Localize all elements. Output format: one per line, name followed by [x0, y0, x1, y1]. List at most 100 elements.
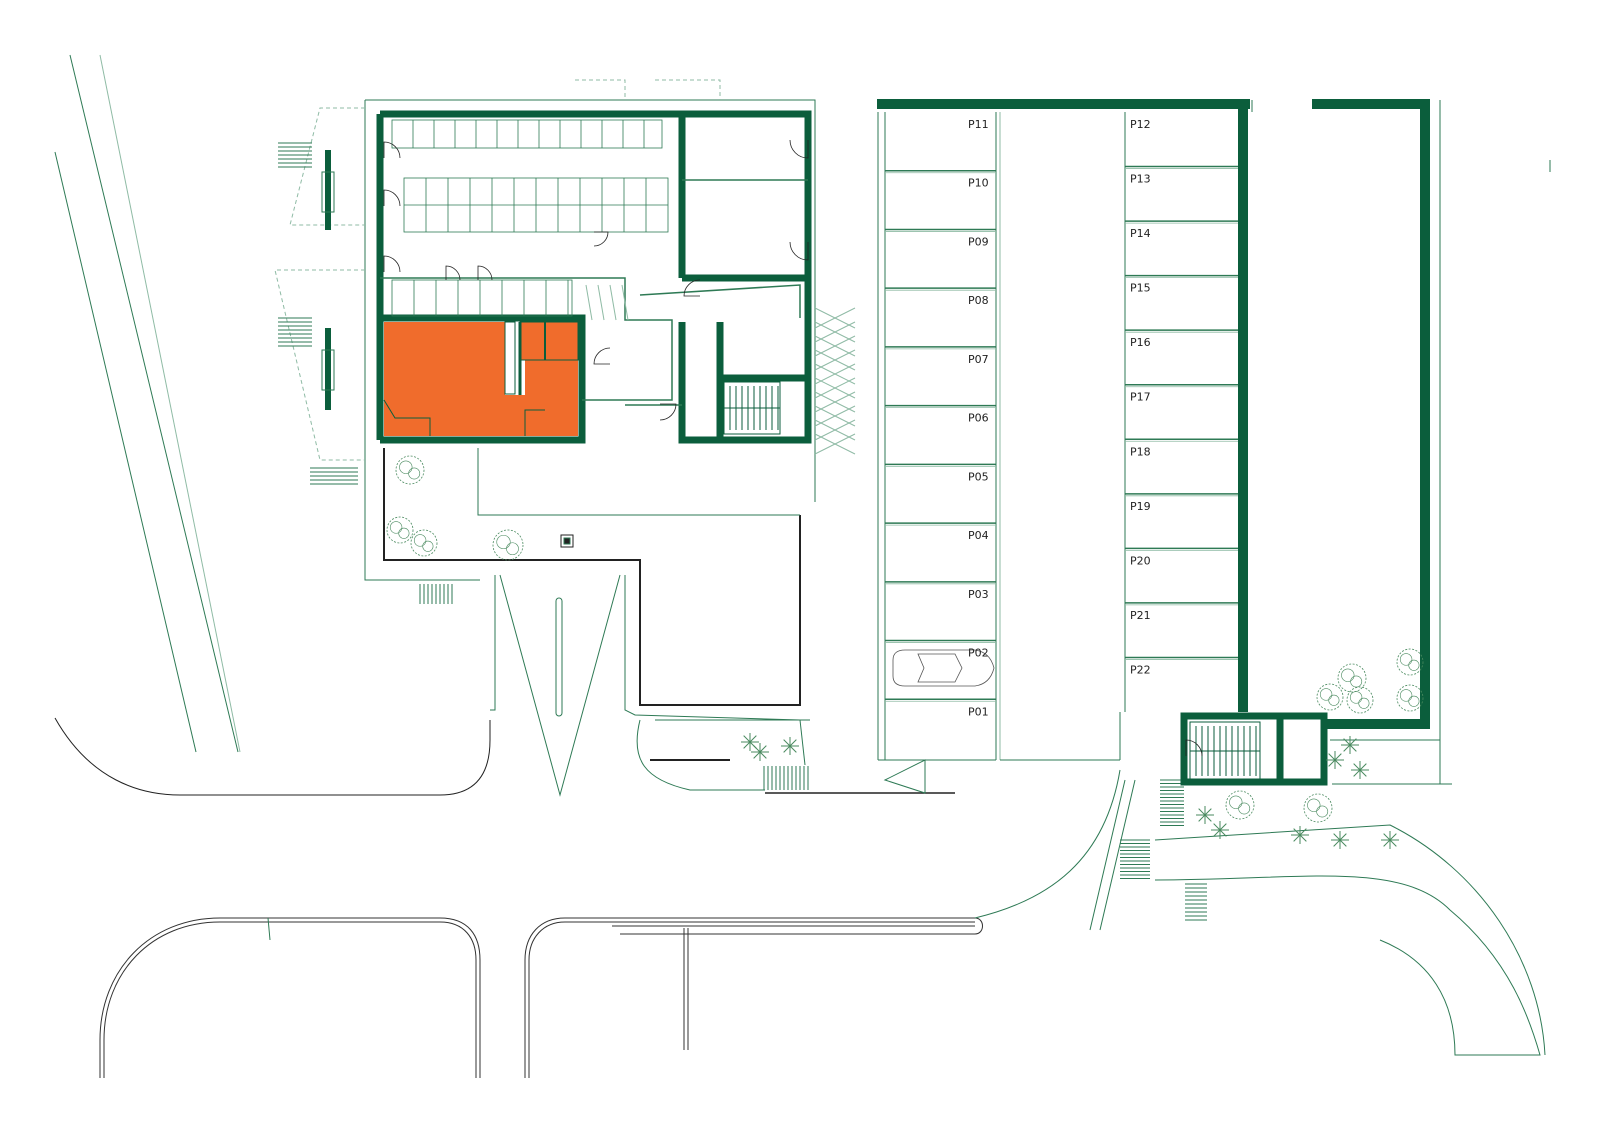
tree — [1303, 793, 1333, 823]
door-swing — [383, 141, 401, 159]
balcony-frame — [321, 171, 335, 213]
door-swing — [683, 279, 701, 297]
road-outline — [528, 921, 975, 1078]
wall — [380, 110, 812, 444]
stairs — [723, 381, 1261, 781]
stalls-left — [885, 169, 996, 702]
courtyard-line — [799, 719, 806, 766]
door-swing — [445, 265, 461, 281]
parking-label: P02 — [968, 647, 989, 660]
doors — [383, 139, 1203, 757]
landscape-curve — [1154, 824, 1546, 1056]
street-edge — [99, 54, 241, 753]
site-lines — [54, 54, 1546, 1078]
parking-label: P11 — [968, 118, 989, 131]
bike-rack — [609, 284, 617, 321]
stair-steps — [1190, 726, 1260, 776]
courtyard-wall — [490, 575, 496, 711]
building-outline — [365, 99, 816, 502]
tree — [386, 516, 414, 544]
road-outline — [99, 917, 481, 1078]
bike-rack — [814, 349, 856, 371]
shrub — [1291, 826, 1309, 844]
car — [892, 649, 995, 687]
door-swing — [383, 189, 401, 207]
locker-dividers — [404, 120, 668, 316]
partition — [639, 284, 801, 318]
bike-rack — [814, 419, 856, 441]
parking-walls — [877, 99, 1430, 729]
parking-label: P16 — [1130, 336, 1151, 349]
car-body — [892, 649, 995, 687]
door-swing — [593, 347, 611, 365]
door-swing — [789, 241, 809, 261]
car-window — [917, 653, 963, 683]
door-swing — [659, 403, 677, 421]
tree — [1316, 683, 1344, 711]
tree — [1225, 790, 1255, 820]
room-line — [524, 409, 545, 436]
highlighted-unit — [383, 321, 579, 436]
landscape-curve — [1154, 875, 1541, 1056]
parking-label: P04 — [968, 529, 989, 542]
dashed-projection — [274, 269, 365, 461]
parking-label: P22 — [1130, 663, 1151, 676]
bike-rack — [814, 363, 856, 385]
balcony-wall — [325, 328, 331, 410]
ramp-curve — [974, 769, 1121, 919]
courtyard — [383, 448, 810, 797]
courtyard-wall — [477, 448, 800, 516]
counter — [504, 321, 516, 395]
highlighted-room — [384, 322, 578, 436]
street-edge — [69, 54, 239, 753]
ramp-curve — [1089, 779, 1126, 931]
road-outline — [103, 921, 477, 1078]
balcony-frame — [321, 349, 335, 391]
door-swing — [383, 255, 401, 273]
shrub — [781, 737, 799, 755]
shrub — [1351, 761, 1369, 779]
ramp-arrow — [883, 759, 926, 794]
dashed-projection — [655, 79, 721, 100]
stair-steps — [724, 386, 780, 430]
road-outline — [524, 917, 983, 1078]
stair-core — [1180, 712, 1328, 786]
partition — [582, 277, 673, 401]
shrub — [1331, 831, 1349, 849]
tree — [395, 455, 425, 485]
shrub — [1381, 831, 1399, 849]
curb-line — [54, 717, 491, 796]
parking-label: P19 — [1130, 500, 1151, 513]
parking-label: P03 — [968, 588, 989, 601]
bike-rack — [814, 335, 856, 357]
dashed-projection — [575, 79, 626, 100]
bike-rack — [814, 433, 856, 455]
bike-rack — [814, 391, 856, 413]
stalls-right — [1125, 165, 1238, 660]
trees — [386, 455, 1424, 849]
locker-row — [391, 119, 663, 149]
parking-walls-thin — [1251, 100, 1551, 785]
shrub — [1341, 736, 1359, 754]
courtyard-wall — [383, 448, 801, 706]
locker-row — [391, 279, 573, 317]
ramp-slot — [555, 597, 563, 717]
shrub — [1326, 751, 1344, 769]
parking-label: P09 — [968, 235, 989, 248]
bike-rack — [814, 377, 856, 399]
hatches — [278, 142, 1207, 921]
parking-label: P20 — [1130, 554, 1151, 567]
ramp-curve — [1099, 779, 1136, 931]
storage-cells — [391, 119, 669, 317]
parking-label: P14 — [1130, 227, 1151, 240]
door-swing — [789, 139, 809, 159]
ramp-wedge — [499, 574, 621, 797]
parking-label: P06 — [968, 412, 989, 425]
bike-rack — [814, 321, 856, 343]
balcony-wall — [325, 150, 331, 230]
tree — [1396, 648, 1424, 676]
parking-label: P05 — [968, 470, 989, 483]
shrub — [751, 743, 769, 761]
